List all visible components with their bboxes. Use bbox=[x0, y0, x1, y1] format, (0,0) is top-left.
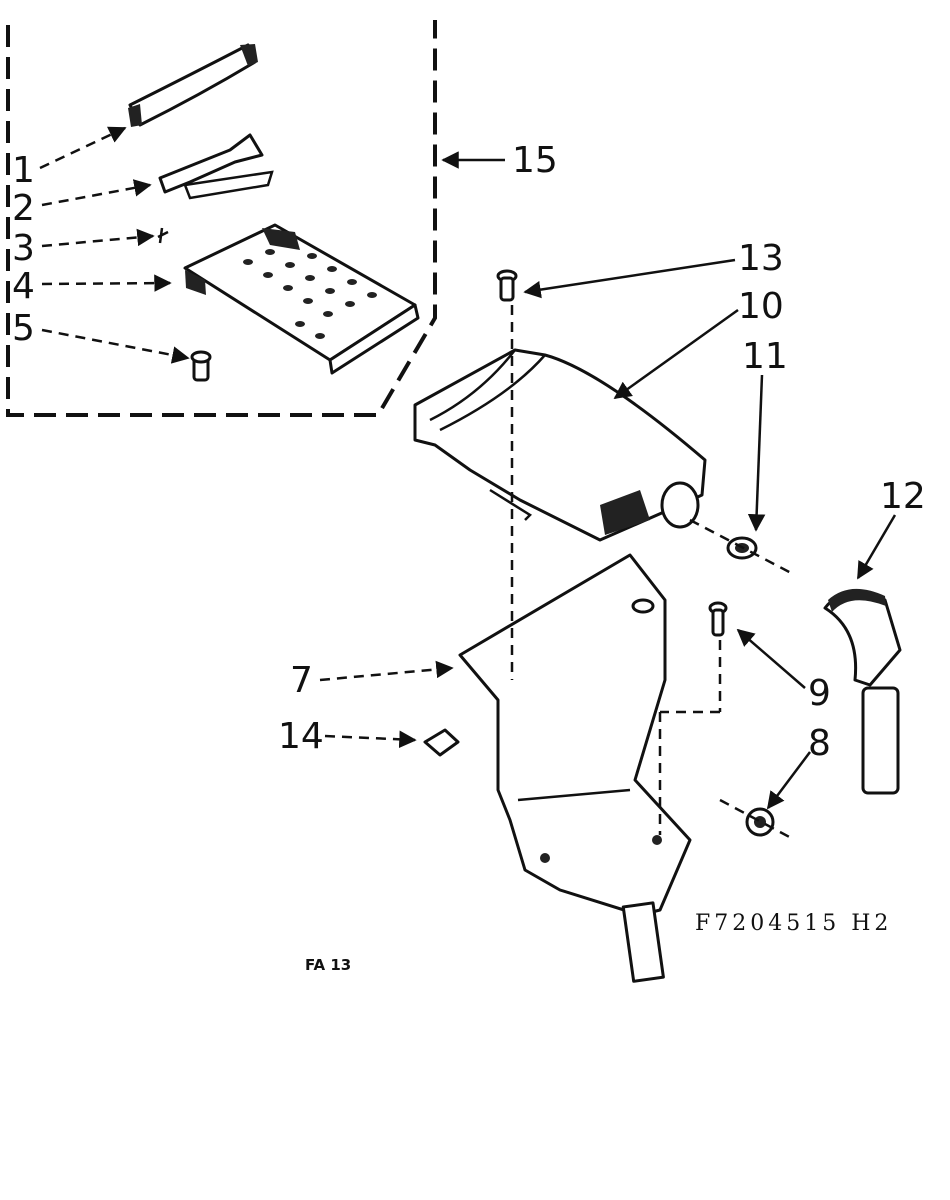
callout-8: 8 bbox=[808, 723, 831, 764]
part-8-clamp bbox=[745, 807, 775, 837]
figure-code: F7204515 H2 bbox=[695, 911, 892, 936]
callout-3: 3 bbox=[12, 228, 35, 269]
part-14-clip bbox=[423, 728, 460, 757]
part-3-spring bbox=[157, 227, 169, 244]
page-mark: FA 13 bbox=[305, 956, 351, 974]
callout-12: 12 bbox=[880, 476, 926, 517]
callout-5: 5 bbox=[12, 308, 35, 349]
callout-15: 15 bbox=[512, 140, 558, 181]
callout-13: 13 bbox=[738, 238, 784, 279]
part-7-bracket bbox=[458, 553, 692, 983]
callout-9: 9 bbox=[808, 673, 831, 714]
part-12-hose bbox=[823, 588, 902, 795]
part-1-cap bbox=[128, 43, 258, 127]
callout-14: 14 bbox=[278, 716, 324, 757]
callout-10: 10 bbox=[738, 286, 784, 327]
part-10-housing bbox=[413, 348, 707, 542]
callout-7: 7 bbox=[290, 660, 313, 701]
part-4-tray bbox=[183, 223, 420, 375]
kit-boundary bbox=[6, 20, 437, 417]
part-9-screw bbox=[708, 601, 728, 637]
callout-4: 4 bbox=[12, 266, 35, 307]
callout-2: 2 bbox=[12, 188, 35, 229]
callout-11: 11 bbox=[742, 336, 788, 377]
part-13-screw bbox=[496, 269, 518, 302]
part-5-screw bbox=[190, 350, 212, 382]
leader-lines bbox=[39, 126, 897, 842]
part-2-clip bbox=[158, 133, 274, 200]
callout-1: 1 bbox=[12, 150, 35, 191]
